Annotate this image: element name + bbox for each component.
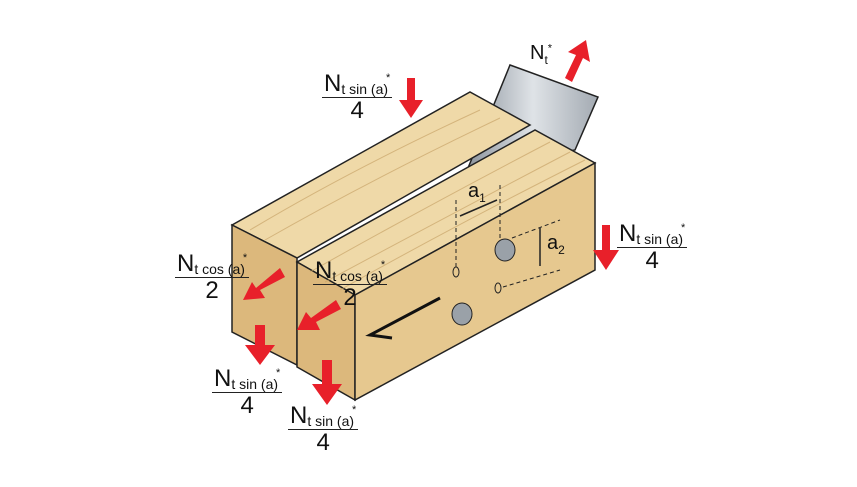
bolt-head — [494, 238, 516, 262]
arrow-up — [565, 40, 590, 82]
bolt-head — [451, 302, 473, 326]
arrow-diag — [243, 268, 285, 300]
arrow-down — [312, 360, 342, 405]
arrow-diag — [297, 300, 341, 330]
front-block-side — [354, 161, 596, 402]
shear-direction-arrow — [365, 296, 441, 340]
label-nt: Nt* — [530, 42, 553, 67]
label-a1: a1 — [468, 180, 486, 205]
label-right-sin: Nt sin (a)*4 — [617, 220, 688, 274]
label-a2: a2 — [547, 232, 565, 257]
wood-grain — [249, 109, 586, 291]
hole — [494, 282, 502, 294]
arrow-down — [245, 325, 275, 365]
arrow-down — [399, 78, 423, 118]
force-arrows — [243, 40, 619, 405]
label-mid-cos: Nt cos (a)*2 — [313, 257, 388, 311]
label-bottom-left-sin: Nt sin (a)*4 — [212, 365, 283, 419]
arrow-down — [593, 225, 619, 270]
label-top-sin: Nt sin (a)*4 — [322, 70, 393, 124]
dimension-lines — [455, 185, 561, 288]
label-left-cos: Nt cos (a)*2 — [175, 250, 250, 304]
label-bottom-mid-sin: Nt sin (a)*4 — [288, 402, 359, 456]
